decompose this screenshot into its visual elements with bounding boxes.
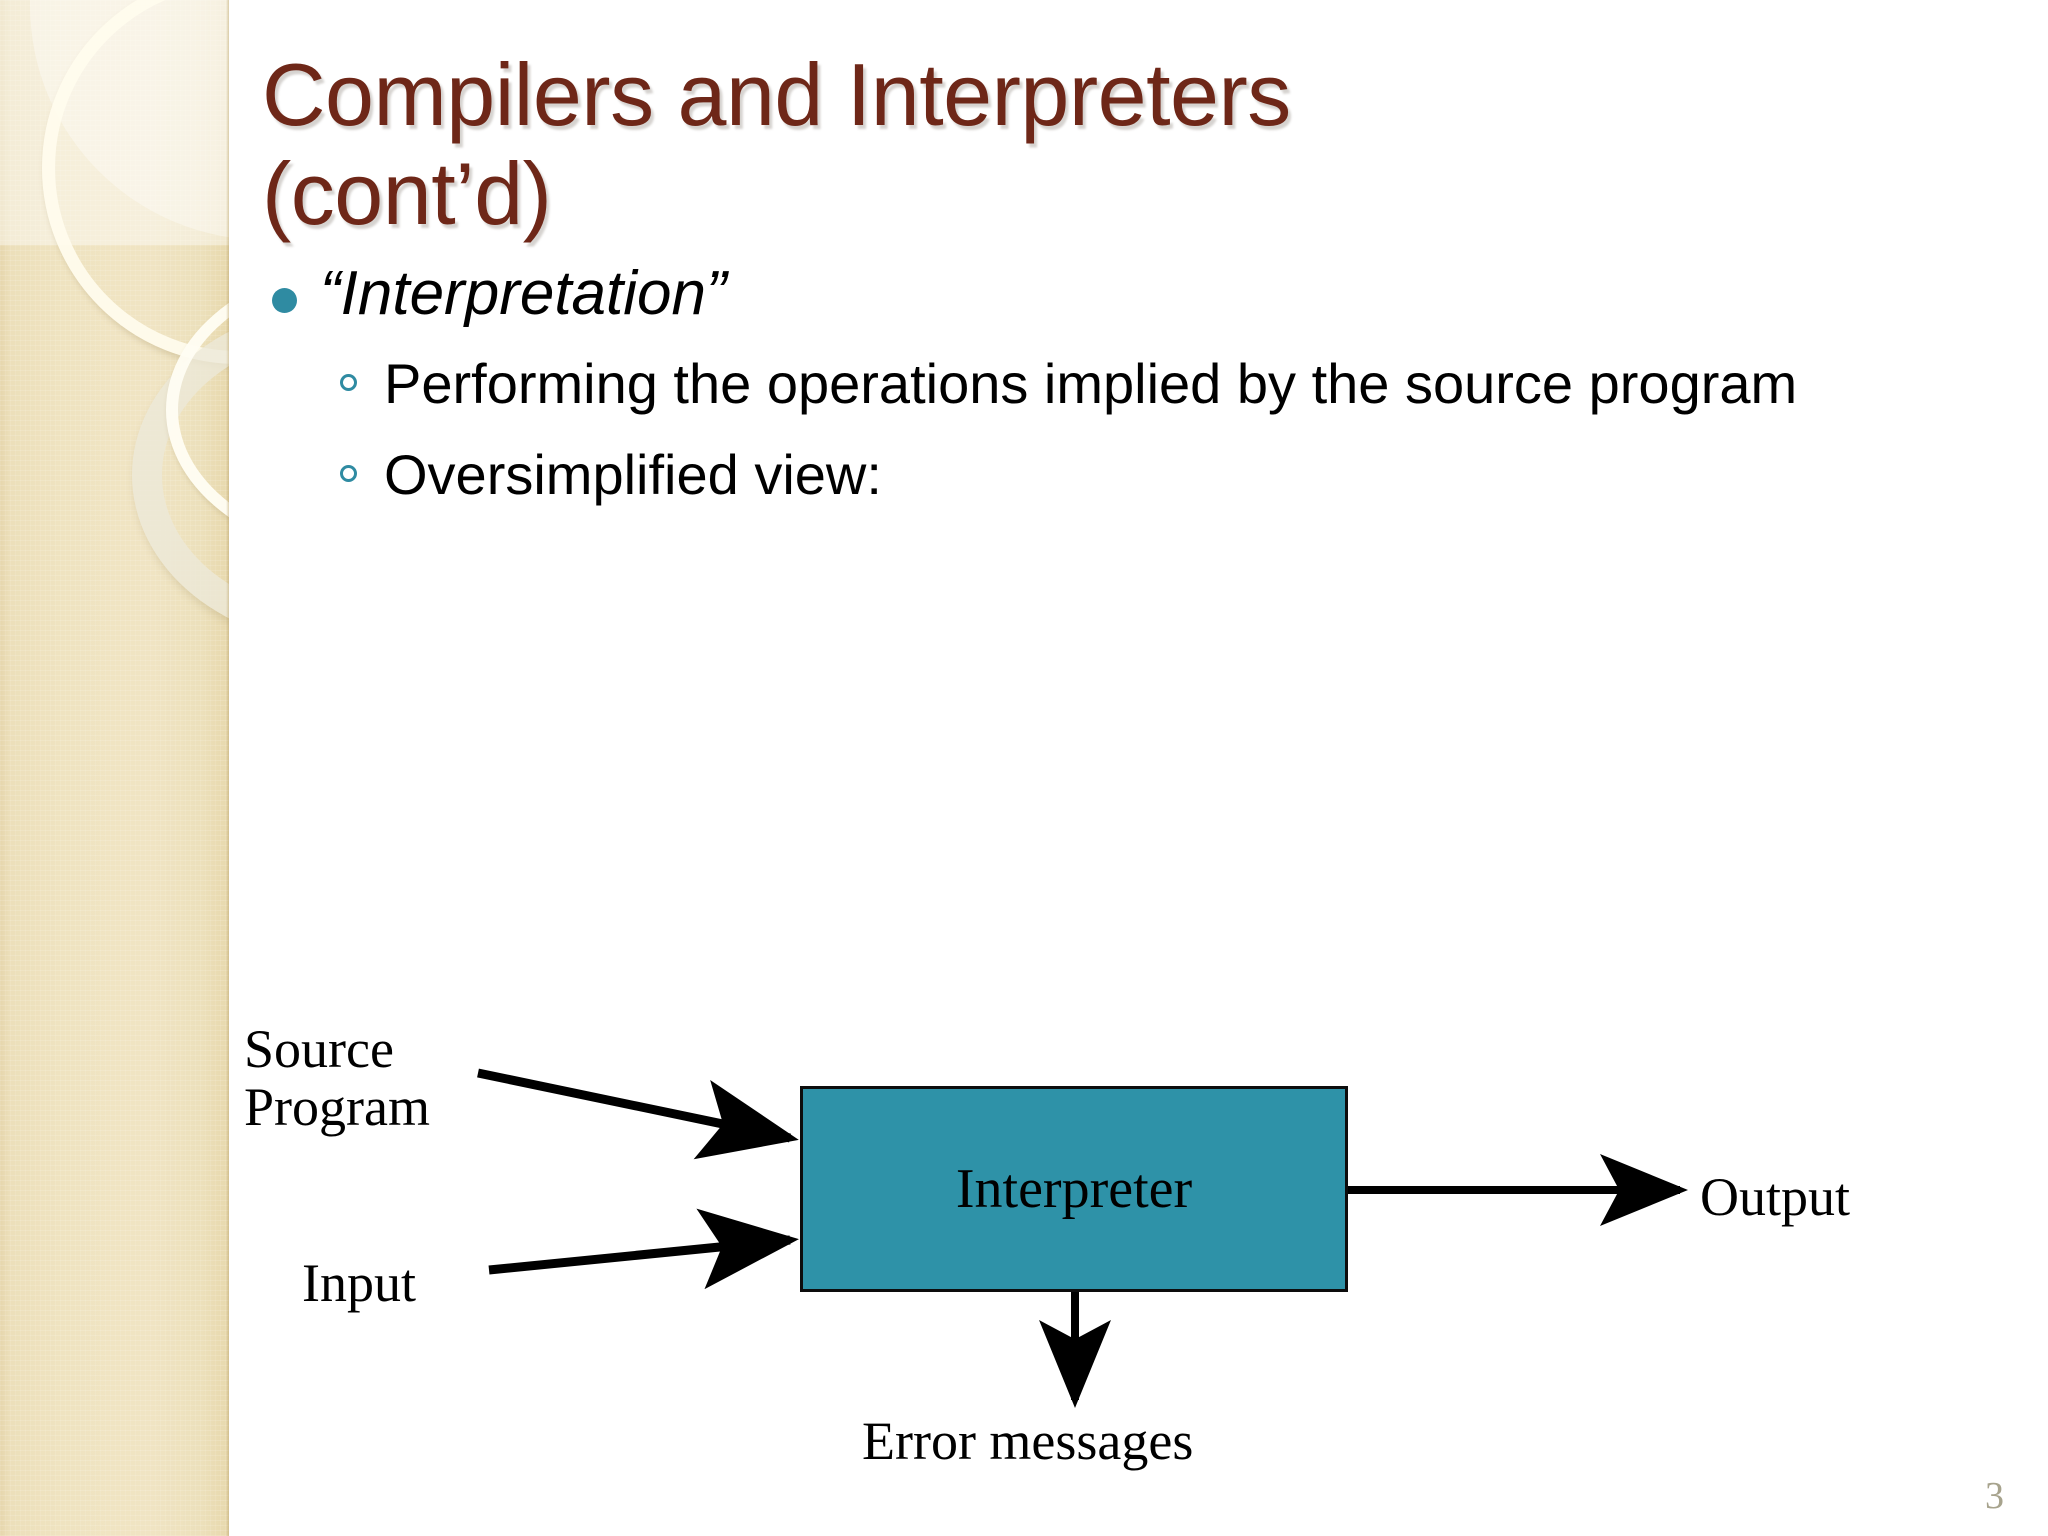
diagram-label-source-program: Source Program [244, 1019, 430, 1138]
bullet-level2-label: Oversimplified view: [384, 442, 882, 506]
sidebar-edge-shadow [226, 0, 229, 1536]
diagram-label-error-messages: Error messages [862, 1411, 1194, 1471]
diagram-label-input: Input [302, 1253, 416, 1313]
decorative-sidebar [0, 0, 229, 1536]
arrow-input-to-interpreter [488, 1208, 799, 1290]
bullet-level2-oversimplified-view: Oversimplified view: [262, 439, 1962, 512]
hollow-circle-bullet-icon [340, 464, 357, 482]
slide-title: Compilers and Interpreters (cont’d) [262, 45, 1562, 243]
hollow-circle-bullet-icon [340, 373, 357, 391]
filled-dot-bullet-icon [272, 288, 297, 313]
bullet-level1-interpretation: “Interpretation” [262, 258, 1962, 330]
bullet-level2-label: Performing the operations implied by the… [384, 351, 1798, 415]
slide-title-line-1: Compilers and Interpreters [262, 45, 1291, 144]
diagram-label-output: Output [1700, 1167, 1851, 1227]
bullet-level2-performing-operations: Performing the operations implied by the… [262, 348, 1962, 421]
interpreter-box-label: Interpreter [955, 1158, 1193, 1220]
page-number: 3 [1985, 1475, 2004, 1517]
slide-title-line-2: (cont’d) [262, 143, 552, 243]
arrow-source-program-to-interpreter [477, 1068, 799, 1160]
interpreter-box: Interpreter [800, 1086, 1348, 1292]
slide-body: “Interpretation” Performing the operatio… [262, 258, 1962, 512]
bullet-level1-label: “Interpretation” [320, 259, 727, 328]
